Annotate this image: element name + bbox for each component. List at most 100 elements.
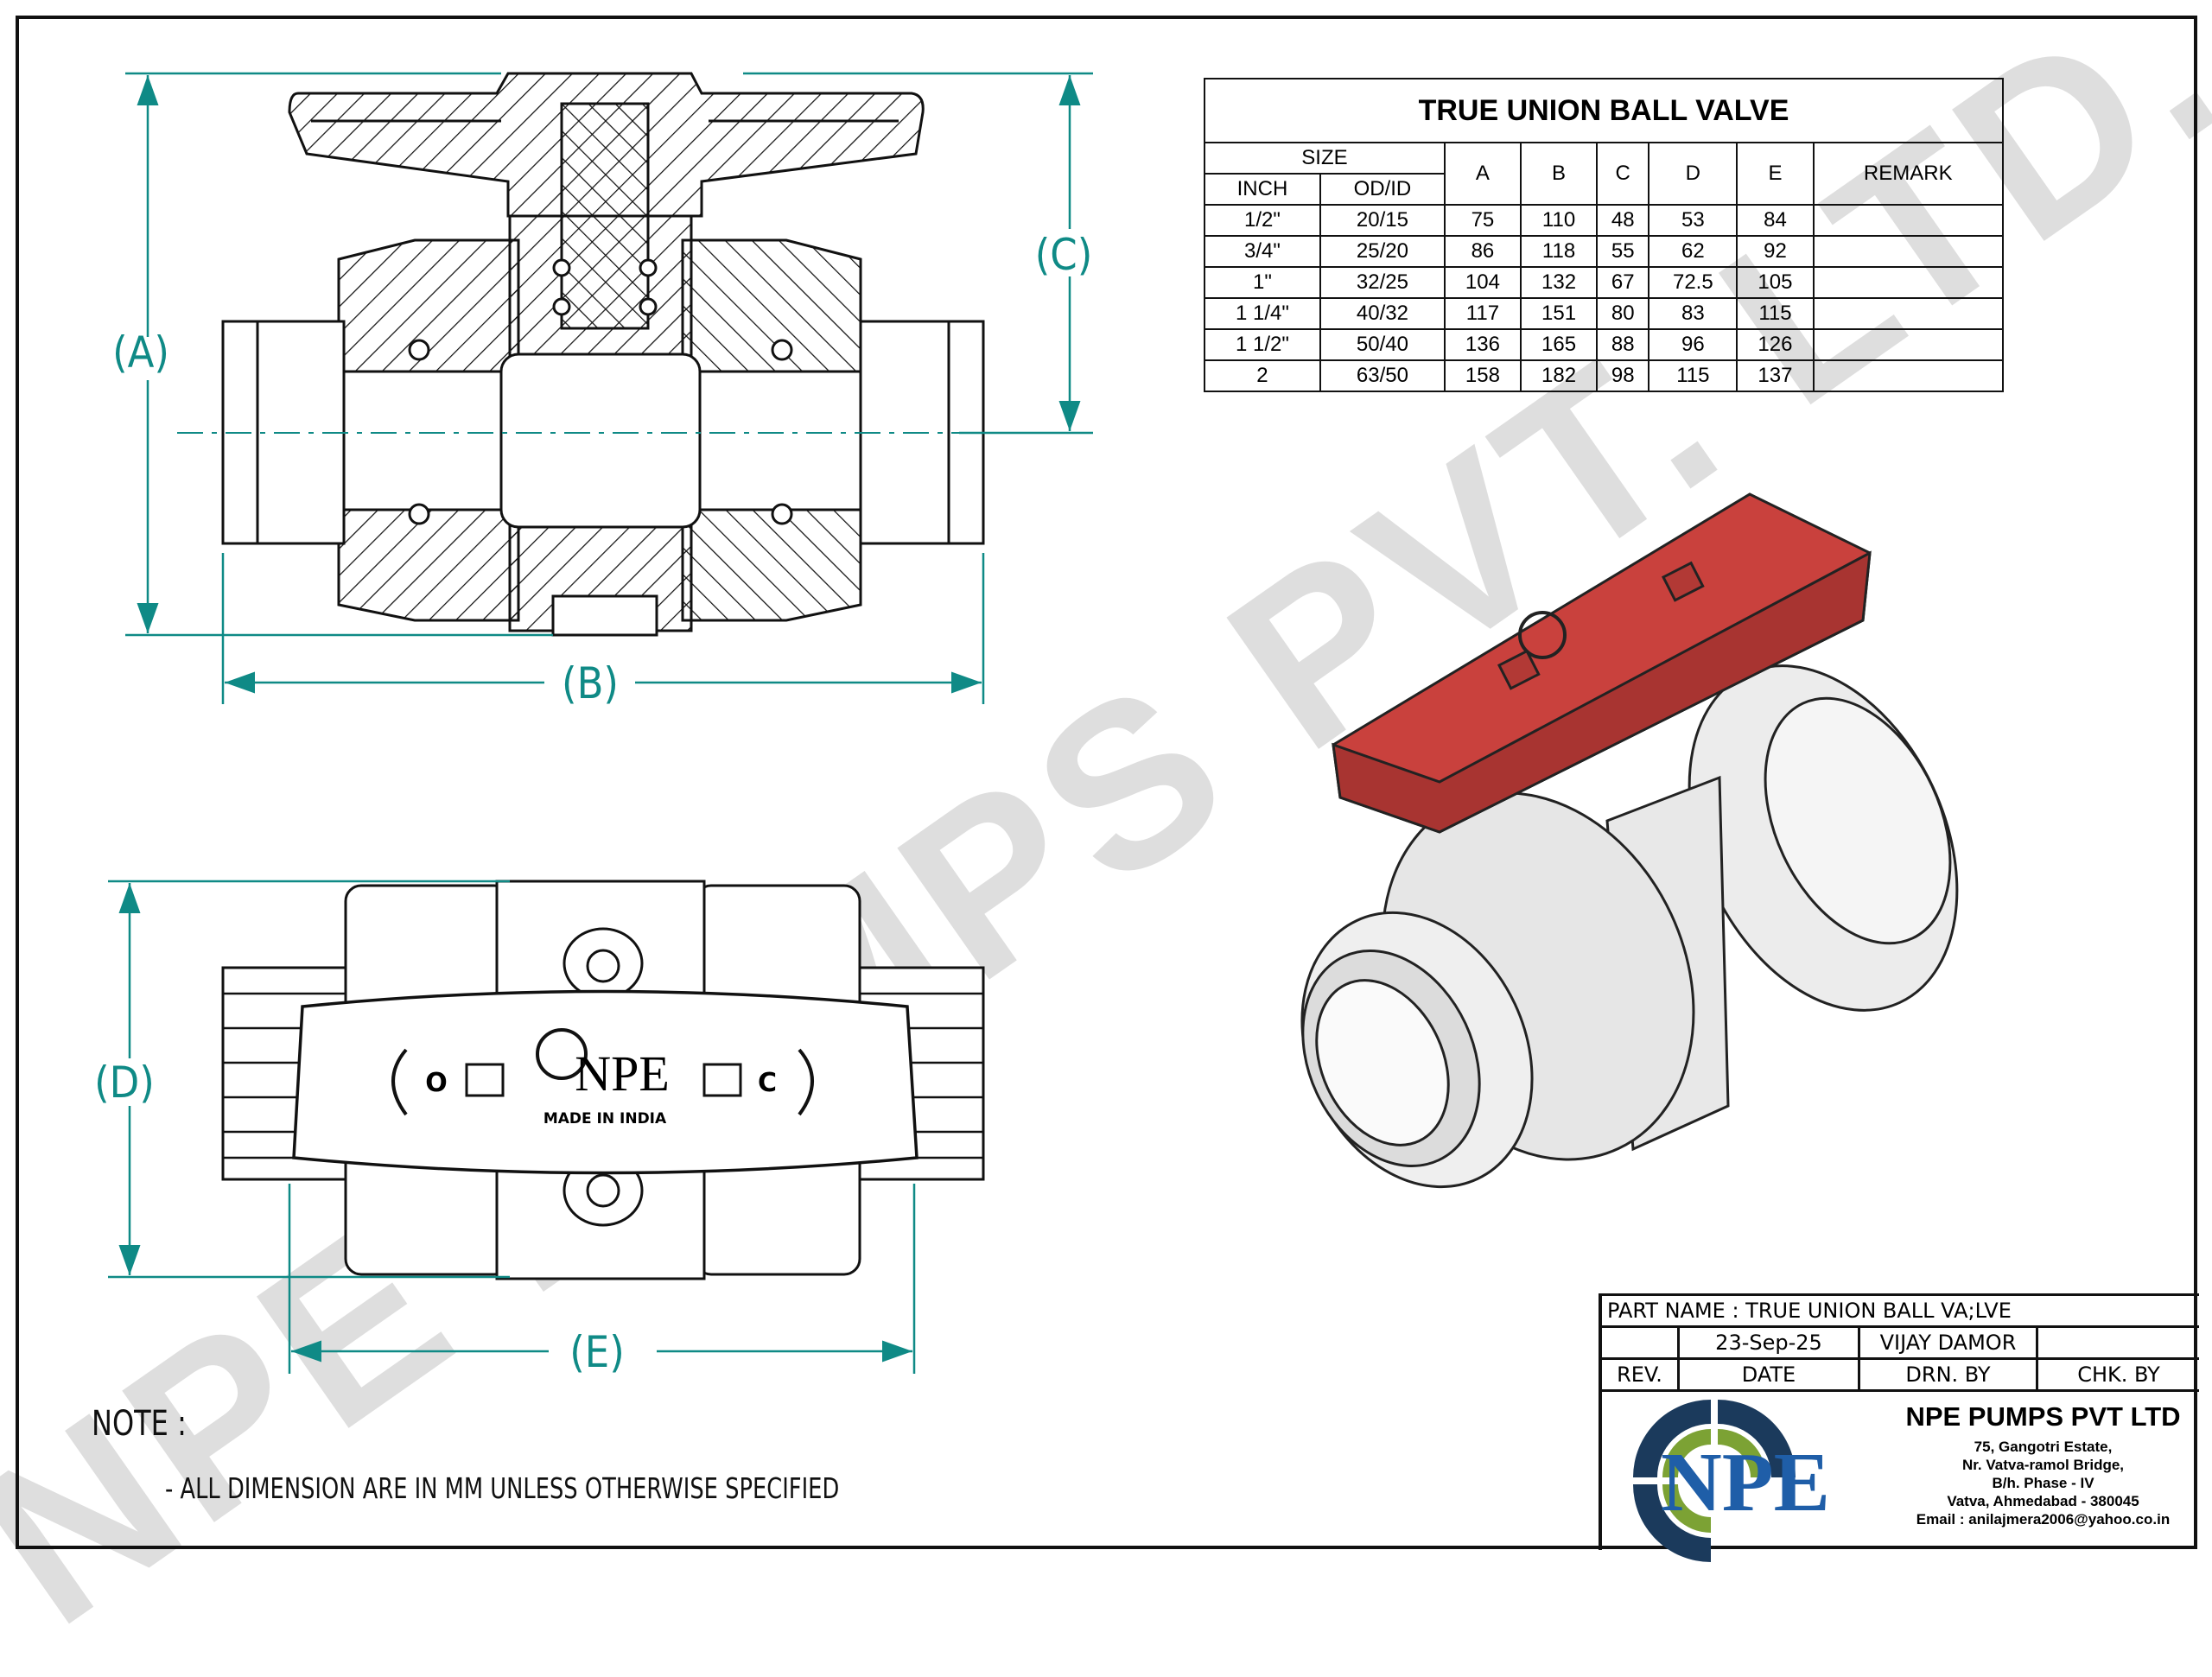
table-cell: 115 xyxy=(1736,297,1815,330)
handle-brand-mark: NPE xyxy=(575,1045,670,1102)
table-cell xyxy=(1812,235,2005,268)
logo-text: NPE xyxy=(1661,1436,1830,1529)
table-cell: 1/2" xyxy=(1204,204,1321,237)
date-value: 23-Sep-25 xyxy=(1680,1328,1860,1357)
table-cell: 63/50 xyxy=(1319,359,1446,392)
table-cell: 137 xyxy=(1736,359,1815,392)
isometric-valve-render xyxy=(1300,492,1959,1189)
col-header-d: D xyxy=(1648,142,1738,206)
table-cell: 84 xyxy=(1736,204,1815,237)
table-cell: 62 xyxy=(1648,235,1738,268)
handle-close-mark: C xyxy=(758,1068,777,1098)
col-header-inch: INCH xyxy=(1204,173,1321,206)
table-cell: 117 xyxy=(1443,297,1522,330)
table-cell: 182 xyxy=(1519,359,1599,392)
checked-by-value xyxy=(2038,1328,2199,1357)
table-title: TRUE UNION BALL VALVE xyxy=(1204,78,2004,143)
table-cell: 55 xyxy=(1596,235,1650,268)
dimension-label-c: (C) xyxy=(1035,230,1093,280)
dimension-table: TRUE UNION BALL VALVE SIZE A B C D E REM… xyxy=(1204,78,2005,392)
checked-by-label: CHK. BY xyxy=(2077,1363,2160,1387)
company-address: 75, Gangotri Estate, Nr. Vatva-ramol Brid… xyxy=(1887,1438,2199,1528)
dimension-label-a: (A) xyxy=(112,327,169,378)
table-cell: 88 xyxy=(1596,328,1650,361)
table-cell: 67 xyxy=(1596,266,1650,299)
table-cell: 151 xyxy=(1519,297,1599,330)
table-cell: 48 xyxy=(1596,204,1650,237)
table-cell: 83 xyxy=(1648,297,1738,330)
table-cell: 25/20 xyxy=(1319,235,1446,268)
top-view xyxy=(221,880,985,1280)
address-line: 75, Gangotri Estate, xyxy=(1974,1439,2113,1455)
note-heading: NOTE : xyxy=(92,1404,187,1444)
drawing-sheet: (A) (C) (B) O C NPE MADE IN INDIA (D) xyxy=(16,16,2197,1562)
dimension-lines-bottom xyxy=(108,880,916,1374)
table-cell: 165 xyxy=(1519,328,1599,361)
sheet-border xyxy=(16,16,2197,1549)
drawn-by-value: VIJAY DAMOR xyxy=(1860,1328,2038,1357)
table-cell: 32/25 xyxy=(1319,266,1446,299)
table-cell xyxy=(1812,297,2005,330)
table-cell: 126 xyxy=(1736,328,1815,361)
dimension-label-d: (D) xyxy=(94,1058,155,1108)
table-cell: 72.5 xyxy=(1648,266,1738,299)
table-cell: 96 xyxy=(1648,328,1738,361)
rev-label: REV. xyxy=(1602,1360,1680,1389)
part-name: PART NAME : TRUE UNION BALL VA;LVE xyxy=(1607,1299,2012,1323)
table-cell: 75 xyxy=(1443,204,1522,237)
col-header-a: A xyxy=(1443,142,1522,206)
dimension-label-e: (E) xyxy=(569,1327,625,1377)
table-cell: 3/4" xyxy=(1204,235,1321,268)
col-header-remark: REMARK xyxy=(1812,142,2005,206)
table-cell: 20/15 xyxy=(1319,204,1446,237)
table-cell: 105 xyxy=(1736,266,1815,299)
table-cell: 53 xyxy=(1648,204,1738,237)
npe-logo xyxy=(1633,1400,1796,1562)
table-cell xyxy=(1812,266,2005,299)
handle-made-in-mark: MADE IN INDIA xyxy=(543,1110,667,1128)
table-cell: 1 1/2" xyxy=(1204,328,1321,361)
table-cell: 92 xyxy=(1736,235,1815,268)
address-line: Email : anilajmera2006@yahoo.co.in xyxy=(1916,1511,2171,1528)
table-cell xyxy=(1812,328,2005,361)
size-header: SIZE xyxy=(1204,142,1446,175)
table-cell: 1" xyxy=(1204,266,1321,299)
table-cell: 40/32 xyxy=(1319,297,1446,330)
note-text: - ALL DIMENSION ARE IN MM UNLESS OTHERWI… xyxy=(165,1471,840,1505)
section-view xyxy=(177,72,1089,637)
table-cell xyxy=(1812,204,2005,237)
drawn-by-label: DRN. BY xyxy=(1860,1360,2038,1389)
dimension-label-b: (B) xyxy=(562,658,619,708)
table-cell: 50/40 xyxy=(1319,328,1446,361)
col-header-odid: OD/ID xyxy=(1319,173,1446,206)
table-cell: 110 xyxy=(1519,204,1599,237)
table-cell: 2 xyxy=(1204,359,1321,392)
col-header-c: C xyxy=(1596,142,1650,206)
table-cell: 98 xyxy=(1596,359,1650,392)
table-cell: 158 xyxy=(1443,359,1522,392)
date-label: DATE xyxy=(1680,1360,1860,1389)
address-line: Vatva, Ahmedabad - 380045 xyxy=(1947,1493,2139,1509)
col-header-e: E xyxy=(1736,142,1815,206)
company-name: NPE PUMPS PVT LTD xyxy=(1905,1401,2181,1432)
table-cell: 132 xyxy=(1519,266,1599,299)
table-cell: 86 xyxy=(1443,235,1522,268)
table-cell: 104 xyxy=(1443,266,1522,299)
handle-open-mark: O xyxy=(425,1068,448,1098)
table-cell: 1 1/4" xyxy=(1204,297,1321,330)
address-line: B/h. Phase - IV xyxy=(1992,1475,2094,1491)
table-cell: 80 xyxy=(1596,297,1650,330)
address-line: Nr. Vatva-ramol Bridge, xyxy=(1961,1457,2125,1473)
table-cell: 136 xyxy=(1443,328,1522,361)
title-block: PART NAME : TRUE UNION BALL VA;LVE 23-Se… xyxy=(1599,1293,2199,1550)
dimension-lines-top xyxy=(125,72,1093,704)
table-cell xyxy=(1812,359,2005,392)
table-cell: 115 xyxy=(1648,359,1738,392)
col-header-b: B xyxy=(1519,142,1599,206)
